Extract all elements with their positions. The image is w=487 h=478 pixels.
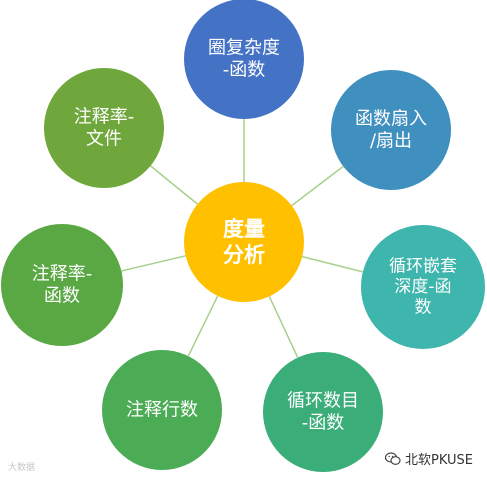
node-label-line: 函数 xyxy=(44,285,80,306)
node-label-line: 循环数目 xyxy=(287,391,359,412)
node-label-line: /扇出 xyxy=(370,130,412,151)
node-circle xyxy=(44,68,164,188)
node-label-line: 注释率- xyxy=(74,107,135,128)
node-fan-in-fan-out: 函数扇入/扇出 xyxy=(331,70,451,190)
node-comment-rate-file: 注释率-文件 xyxy=(44,68,164,188)
node-loop-count-function: 循环数目-函数 xyxy=(263,352,383,472)
connector-comment-rate-file xyxy=(150,165,198,205)
node-comment-rate-function: 注释率-函数 xyxy=(1,224,123,346)
node-circle xyxy=(263,352,383,472)
connector-lines xyxy=(121,119,364,358)
connector-loop-count-function xyxy=(268,296,299,358)
node-circle xyxy=(102,350,222,470)
node-circle xyxy=(331,70,451,190)
node-label-line: 深度-函 xyxy=(394,277,451,297)
wechat-icon xyxy=(384,451,401,466)
connector-comment-lines xyxy=(187,295,219,357)
node-circle xyxy=(361,225,485,349)
node-comment-lines: 注释行数 xyxy=(102,350,222,470)
node-label-line: -函数 xyxy=(302,412,345,433)
node-label-line: 注释率- xyxy=(32,264,93,285)
node-label-line: 分析 xyxy=(223,243,265,267)
node-circle xyxy=(184,0,304,119)
node-label-line: -函数 xyxy=(223,59,266,80)
connector-fan-in-fan-out xyxy=(291,165,344,207)
node-label-line: 数 xyxy=(415,298,432,318)
node-label-line: 注释行数 xyxy=(126,400,198,421)
node-label-line: 函数扇入 xyxy=(355,109,427,130)
connector-loop-nesting-depth xyxy=(302,255,364,273)
node-label-line: 圈复杂度 xyxy=(208,38,280,59)
node-label-line: 循环嵌套 xyxy=(389,256,457,276)
watermark-left: 大数据 xyxy=(8,463,36,473)
watermark-right: 北软PKUSE xyxy=(384,449,473,468)
node-circle xyxy=(1,224,123,346)
watermark-right-text: 北软PKUSE xyxy=(405,453,473,468)
node-label-line: 度量 xyxy=(223,217,265,241)
node-label-line: 文件 xyxy=(86,128,122,149)
node-cyclomatic-complexity-function: 圈复杂度-函数 xyxy=(184,0,304,119)
center-circle xyxy=(184,182,304,302)
connector-comment-rate-function xyxy=(121,255,186,272)
